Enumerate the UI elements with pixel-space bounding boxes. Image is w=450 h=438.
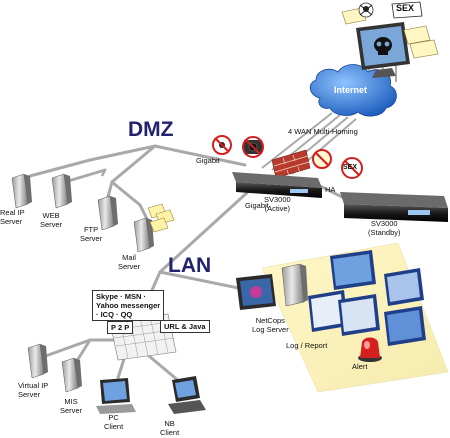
mail-envelopes-icon <box>147 203 175 233</box>
pc-client-label: PC Client <box>104 413 124 431</box>
mail-server-label: Mail Server <box>118 253 141 271</box>
sex-sign-top-label: SEX <box>396 3 415 13</box>
virtual-ip-server-icon <box>27 343 48 379</box>
ftp-server-icon <box>97 195 118 231</box>
firewall-icon <box>271 149 311 179</box>
skull-monitor <box>356 22 410 78</box>
sv3000-standby-label: SV3000 (Standby) <box>368 219 401 237</box>
sv3000-standby-unit <box>340 192 448 222</box>
multi-homing-label: 4 WAN Multi-Homing <box>288 127 358 136</box>
alert-label: Alert <box>352 362 368 371</box>
skull-crossbones-icon <box>358 2 374 18</box>
sex-sign-top <box>391 1 423 19</box>
netcops-log-server-icon <box>236 263 308 310</box>
lan-zone-label: LAN <box>168 254 212 277</box>
log-report-label: Log / Report <box>286 341 328 350</box>
p2p-callout: P 2 P <box>107 321 134 334</box>
web-server-icon <box>51 173 72 209</box>
no-skull-monitor-icon <box>242 136 264 158</box>
url-java-callout: URL & Java <box>160 320 210 333</box>
real-ip-server-label: Real IP Server <box>0 208 25 226</box>
ftp-server-label: FTP Server <box>80 225 103 243</box>
no-spam-icon <box>312 149 332 169</box>
internet-label: Internet <box>334 85 368 95</box>
spam-papers <box>341 7 439 59</box>
gigabit-label-top: Gigabit <box>196 156 220 165</box>
no-sex-icon <box>341 157 363 179</box>
pc-client-icon <box>96 378 136 414</box>
sex-sign-mid-label: SEX <box>343 164 358 171</box>
im-blocked-callout: Skype · MSN · Yahoo messenger · ICQ · QQ <box>92 290 165 321</box>
ha-label: HA <box>325 185 336 194</box>
no-skull-icon <box>212 135 232 155</box>
sv3000-active-label: SV3000 (Active) <box>264 195 291 213</box>
mis-server-label: MIS Server <box>60 397 83 415</box>
web-server-label: WEB Server <box>40 211 63 229</box>
blocked-icons <box>212 135 363 179</box>
netcops-log-server-label: NetCops Log Server <box>252 316 289 334</box>
dmz-zone-label: DMZ <box>128 118 174 141</box>
alert-siren-icon <box>358 337 382 362</box>
gigabit-label-mid: Gigabit <box>245 201 269 210</box>
nb-client-label: NB Client <box>160 419 180 437</box>
mis-server-icon <box>61 357 82 393</box>
mail-server-icon <box>133 217 154 253</box>
report-screens <box>308 250 426 346</box>
virtual-ip-server-label: Virtual IP Server <box>18 381 49 399</box>
sv3000-active-unit <box>232 172 322 198</box>
nb-client-icon <box>168 376 206 414</box>
real-ip-server-icon <box>11 173 32 209</box>
